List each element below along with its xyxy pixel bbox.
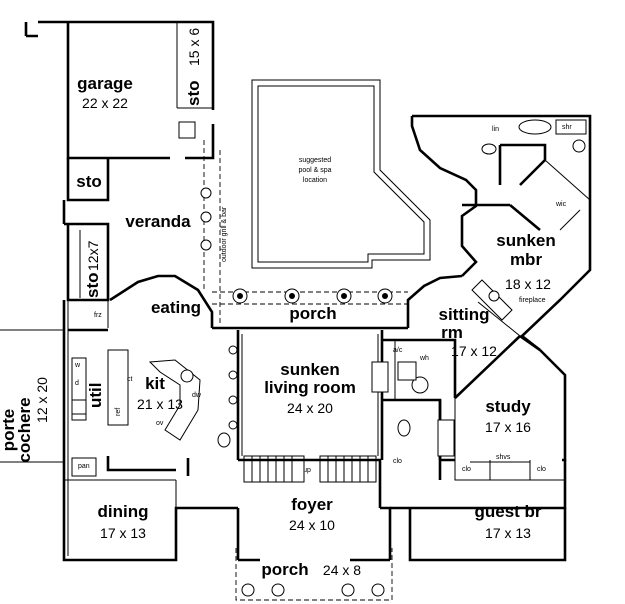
mbr-line2: mbr bbox=[510, 250, 543, 269]
porch-front-label: porch bbox=[261, 560, 308, 579]
shr-label: shr bbox=[562, 124, 572, 131]
walls bbox=[0, 20, 592, 601]
guest-label: guest br bbox=[474, 502, 541, 521]
sto-small-label: sto bbox=[76, 172, 102, 191]
ct-label: ct bbox=[127, 376, 133, 383]
ac-label: a/c bbox=[393, 347, 403, 354]
porch-columns bbox=[200, 187, 393, 597]
mbr-line1: sunken bbox=[496, 231, 556, 250]
foyer-label: foyer bbox=[291, 495, 333, 514]
garage-sto-label: sto bbox=[184, 81, 203, 107]
guest-size: 17 x 13 bbox=[485, 525, 531, 541]
labels: garage 22 x 22 sto 15 x 6 sto veranda ou… bbox=[0, 28, 572, 579]
pool-outline bbox=[251, 79, 431, 269]
porte-size: 12 x 20 bbox=[34, 377, 50, 423]
eating-label: eating bbox=[151, 298, 201, 317]
up-label: up bbox=[303, 467, 311, 474]
ref-label: ref bbox=[115, 408, 122, 416]
lin-label: lin bbox=[492, 126, 499, 133]
kit-label: kit bbox=[145, 374, 165, 393]
porch-front-size: 24 x 8 bbox=[323, 562, 361, 578]
foyer-size: 24 x 10 bbox=[289, 517, 335, 533]
pool-line3: location bbox=[303, 177, 327, 184]
pool-line1: suggested bbox=[299, 157, 331, 164]
sitting-line1: sitting bbox=[439, 305, 490, 324]
garage-size: 22 x 22 bbox=[82, 95, 128, 111]
washer-label: w bbox=[74, 362, 81, 369]
fixtures bbox=[71, 119, 587, 477]
kit-size: 21 x 13 bbox=[137, 396, 183, 412]
living-line2: living room bbox=[264, 378, 356, 397]
frz-label: frz bbox=[94, 312, 102, 319]
dw-label: dw bbox=[192, 392, 202, 399]
porte-line2: cochere bbox=[15, 397, 34, 462]
living-line1: sunken bbox=[280, 360, 340, 379]
util-label: util bbox=[86, 383, 105, 409]
clo-foyer-label: clo bbox=[393, 458, 402, 465]
study-label: study bbox=[485, 397, 531, 416]
shvs-label: shvs bbox=[496, 454, 511, 461]
porte-line1: porte bbox=[0, 409, 18, 452]
sto-side-label: sto bbox=[83, 273, 102, 299]
wh-label: wh bbox=[419, 355, 429, 362]
dining-size: 17 x 13 bbox=[100, 525, 146, 541]
living-size: 24 x 20 bbox=[287, 400, 333, 416]
clo1-label: clo bbox=[462, 466, 471, 473]
porch-back-label: porch bbox=[289, 304, 336, 323]
veranda-label: veranda bbox=[125, 212, 191, 231]
sitting-size: 17 x 12 bbox=[451, 343, 497, 359]
wic-label: wic bbox=[555, 201, 567, 208]
dining-label: dining bbox=[98, 502, 149, 521]
garage-label: garage bbox=[77, 74, 133, 93]
clo2-label: clo bbox=[537, 466, 546, 473]
outdoor-grill-label: outdoor grill & bar bbox=[221, 206, 228, 262]
mbr-size: 18 x 12 bbox=[505, 276, 551, 292]
stairs bbox=[243, 455, 377, 483]
pool-line2: pool & spa bbox=[298, 167, 331, 174]
pan-label: pan bbox=[78, 463, 90, 470]
sto-side-size: 12x7 bbox=[85, 240, 101, 271]
garage-sto-size: 15 x 6 bbox=[186, 28, 202, 66]
sitting-line2: rm bbox=[441, 323, 463, 342]
ov-label: ov bbox=[156, 420, 164, 427]
dryer-label: d bbox=[75, 380, 79, 387]
study-size: 17 x 16 bbox=[485, 419, 531, 435]
fireplace-label: fireplace bbox=[519, 297, 546, 304]
